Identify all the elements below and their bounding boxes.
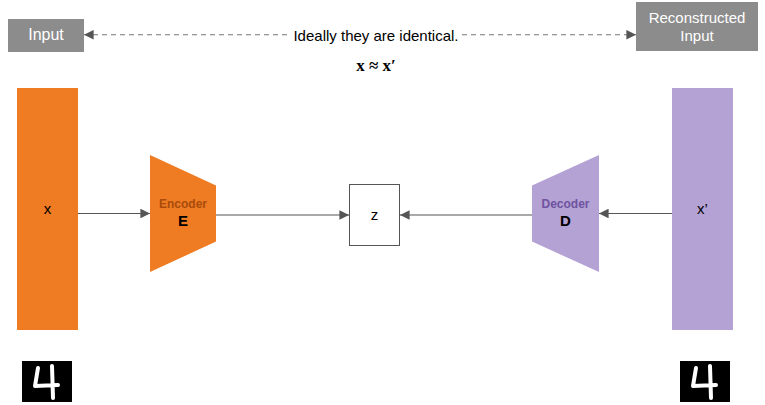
block-name: Decoder bbox=[541, 198, 589, 212]
decoder-shape: DecoderD bbox=[532, 155, 599, 272]
connector-arrow bbox=[599, 213, 672, 214]
input-box: Input bbox=[8, 19, 84, 52]
vector-label: x’ bbox=[697, 200, 708, 217]
digit-background bbox=[680, 361, 730, 402]
connector-arrow bbox=[78, 213, 150, 214]
latent-box: z bbox=[349, 184, 400, 246]
box-title: Input bbox=[28, 26, 64, 44]
equation: x ≈ x′ bbox=[356, 56, 396, 76]
digit-background bbox=[22, 361, 72, 402]
digit-stroke bbox=[35, 366, 58, 398]
edge-label: Ideally they are identical. bbox=[290, 26, 461, 43]
block-symbol: D bbox=[560, 212, 571, 229]
encoder-shape: EncoderE bbox=[150, 155, 216, 272]
digit-image bbox=[680, 361, 730, 402]
vector-label: x bbox=[44, 200, 52, 217]
connector-arrow bbox=[216, 214, 349, 215]
block-name: Encoder bbox=[159, 198, 207, 212]
shape-fill bbox=[150, 155, 216, 272]
output-vector: x’ bbox=[672, 88, 733, 330]
digit-image bbox=[22, 361, 72, 402]
digit-stroke bbox=[693, 366, 716, 398]
reconstructed-box: Reconstructed Input bbox=[636, 2, 758, 51]
box-title: Reconstructed Input bbox=[642, 9, 752, 44]
latent-label: z bbox=[371, 206, 379, 223]
block-symbol: E bbox=[178, 212, 188, 229]
input-vector: x bbox=[17, 88, 78, 330]
shape-fill bbox=[532, 155, 599, 272]
connector-arrow bbox=[400, 214, 532, 215]
